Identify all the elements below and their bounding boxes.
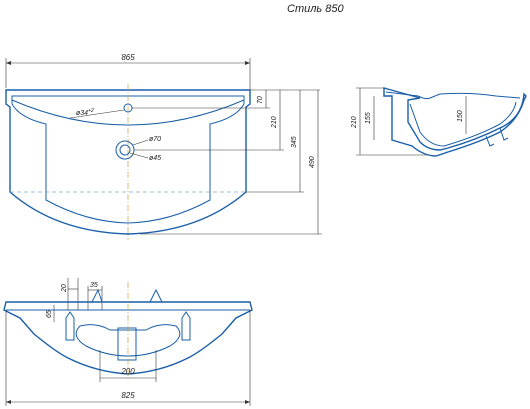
front-dim-65-label: 65 bbox=[46, 310, 53, 318]
top-view: 865 ø34+2 ø70 ø45 70 2 bbox=[5, 53, 322, 240]
side-profile bbox=[383, 87, 527, 157]
front-bottom-width: 825 bbox=[121, 391, 135, 400]
side-rim bbox=[385, 91, 521, 100]
dim-345: 345 bbox=[291, 136, 298, 148]
front-tap-left bbox=[91, 288, 103, 303]
side-bowl-depth: 150 bbox=[457, 110, 464, 122]
tap-hole-tolerance: +2 bbox=[88, 108, 94, 114]
front-bracket-right bbox=[181, 311, 191, 341]
tap-hole-leader bbox=[69, 109, 125, 119]
dim-tap-offset: 70 bbox=[257, 96, 264, 104]
side-height: 210 bbox=[351, 116, 358, 129]
front-bracket-left bbox=[65, 311, 75, 341]
drain-outer-leader bbox=[132, 139, 149, 146]
drawing-title: Стиль 850 bbox=[287, 3, 345, 15]
front-drain-pipe bbox=[117, 327, 137, 361]
front-view: 20 35 65 200 825 bbox=[3, 278, 253, 406]
drain-outer-label: ø70 bbox=[149, 136, 161, 143]
front-dim-35-label: 35 bbox=[90, 282, 98, 289]
drain-inner-leader bbox=[129, 152, 149, 159]
front-dim-20-label: 20 bbox=[61, 284, 68, 293]
side-overflow bbox=[485, 135, 495, 147]
dim-drain-offset: 210 bbox=[271, 116, 278, 129]
side-bowl bbox=[409, 101, 517, 147]
drain-inner-label: ø45 bbox=[149, 155, 161, 162]
front-tap-right bbox=[149, 288, 163, 303]
front-basin bbox=[75, 324, 181, 357]
basin-outline bbox=[5, 89, 251, 235]
dim-overall-width: 865 bbox=[121, 53, 135, 62]
dim-depth: 490 bbox=[309, 156, 316, 168]
side-overflow-2 bbox=[499, 127, 509, 141]
drain-inner bbox=[119, 144, 131, 156]
tap-hole-diameter: ø34 bbox=[76, 110, 88, 117]
basin-rim bbox=[11, 95, 245, 224]
tap-hole-label: ø34+2 bbox=[76, 108, 94, 117]
side-view: 210 155 150 bbox=[351, 87, 527, 157]
drain-outer bbox=[115, 140, 135, 160]
side-inner-depth: 155 bbox=[365, 112, 372, 124]
